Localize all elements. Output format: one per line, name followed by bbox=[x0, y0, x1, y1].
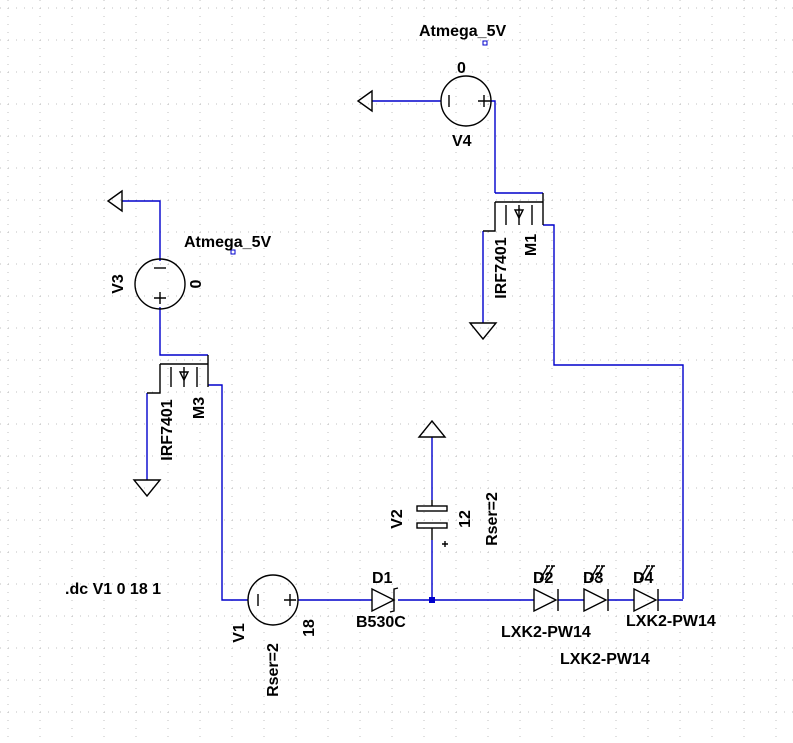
arrow bbox=[178, 371, 190, 382]
net-flag bbox=[230, 249, 236, 255]
net-label-atmega-left: Atmega_5V bbox=[184, 234, 271, 251]
v2-rser: Rser=2 bbox=[484, 492, 501, 546]
d1-model: B530C bbox=[356, 614, 406, 631]
gate-lead bbox=[483, 202, 496, 232]
net-label-atmega-top: Atmega_5V bbox=[419, 23, 506, 40]
v1-name: V1 bbox=[231, 623, 248, 643]
d4-model: LXK2-PW14 bbox=[626, 613, 716, 630]
battery-plate bbox=[416, 505, 448, 512]
led-d3[interactable] bbox=[583, 565, 609, 613]
mosfet-m3[interactable] bbox=[147, 355, 209, 394]
ground-symbol bbox=[106, 189, 123, 213]
diode-triangle bbox=[371, 587, 396, 613]
v1-value: 18 bbox=[301, 619, 318, 637]
d2-model: LXK2-PW14 bbox=[501, 624, 591, 641]
m3-model: IRF7401 bbox=[159, 399, 176, 460]
mosfet-m1[interactable] bbox=[483, 193, 544, 232]
diode-bar bbox=[389, 587, 399, 613]
light-arrows bbox=[639, 565, 655, 581]
d1-name: D1 bbox=[372, 570, 393, 587]
d3-model: LXK2-PW14 bbox=[560, 651, 650, 668]
ground-symbol bbox=[356, 89, 373, 113]
battery-plate bbox=[416, 522, 448, 529]
light-arrows bbox=[589, 565, 605, 581]
v3-value: 0 bbox=[188, 279, 205, 288]
voltage-source-v1[interactable] bbox=[247, 574, 299, 626]
channel bbox=[505, 205, 533, 225]
net-flag bbox=[482, 40, 488, 46]
v4-name: V4 bbox=[452, 133, 472, 150]
diode-triangle bbox=[533, 587, 558, 613]
plus-sign bbox=[478, 95, 490, 107]
v1-rser: Rser=2 bbox=[265, 643, 282, 697]
wire bbox=[490, 100, 496, 193]
ground-symbol bbox=[468, 322, 498, 341]
plus-sign bbox=[284, 594, 296, 606]
wire bbox=[208, 384, 248, 601]
wire bbox=[159, 307, 208, 356]
source-circle bbox=[247, 574, 299, 626]
m3-name: M3 bbox=[191, 397, 208, 419]
voltage-source-v4[interactable] bbox=[440, 75, 492, 127]
m1-name: M1 bbox=[523, 234, 540, 256]
ground-symbol bbox=[132, 479, 162, 498]
channel bbox=[170, 367, 198, 387]
d3-name: D3 bbox=[583, 570, 604, 587]
battery-v2[interactable] bbox=[416, 500, 448, 547]
d4-name: D4 bbox=[633, 570, 654, 587]
plus-sign bbox=[154, 292, 166, 304]
arrow bbox=[513, 209, 525, 220]
led-d4[interactable] bbox=[633, 565, 659, 613]
d2-name: D2 bbox=[533, 570, 554, 587]
wires bbox=[122, 100, 684, 603]
voltage-source-v3[interactable] bbox=[134, 258, 186, 310]
v3-name: V3 bbox=[110, 274, 127, 294]
source-circle bbox=[440, 75, 492, 127]
diode-d1[interactable] bbox=[371, 587, 399, 613]
m1-model: IRF7401 bbox=[493, 237, 510, 298]
diode-triangle bbox=[633, 587, 658, 613]
gate-lead bbox=[147, 364, 161, 394]
spice-directive[interactable]: .dc V1 0 18 1 bbox=[65, 581, 161, 598]
junction-dot bbox=[429, 597, 435, 603]
light-arrows bbox=[539, 565, 555, 581]
v4-value: 0 bbox=[457, 60, 466, 77]
wire bbox=[543, 224, 684, 599]
wire bbox=[122, 200, 161, 261]
diode-triangle bbox=[583, 587, 608, 613]
plus-sign bbox=[442, 541, 448, 547]
source-circle bbox=[134, 258, 186, 310]
led-d2[interactable] bbox=[533, 565, 559, 613]
ground-symbol bbox=[417, 419, 447, 438]
v2-name: V2 bbox=[389, 509, 406, 529]
v2-value: 12 bbox=[457, 510, 474, 528]
